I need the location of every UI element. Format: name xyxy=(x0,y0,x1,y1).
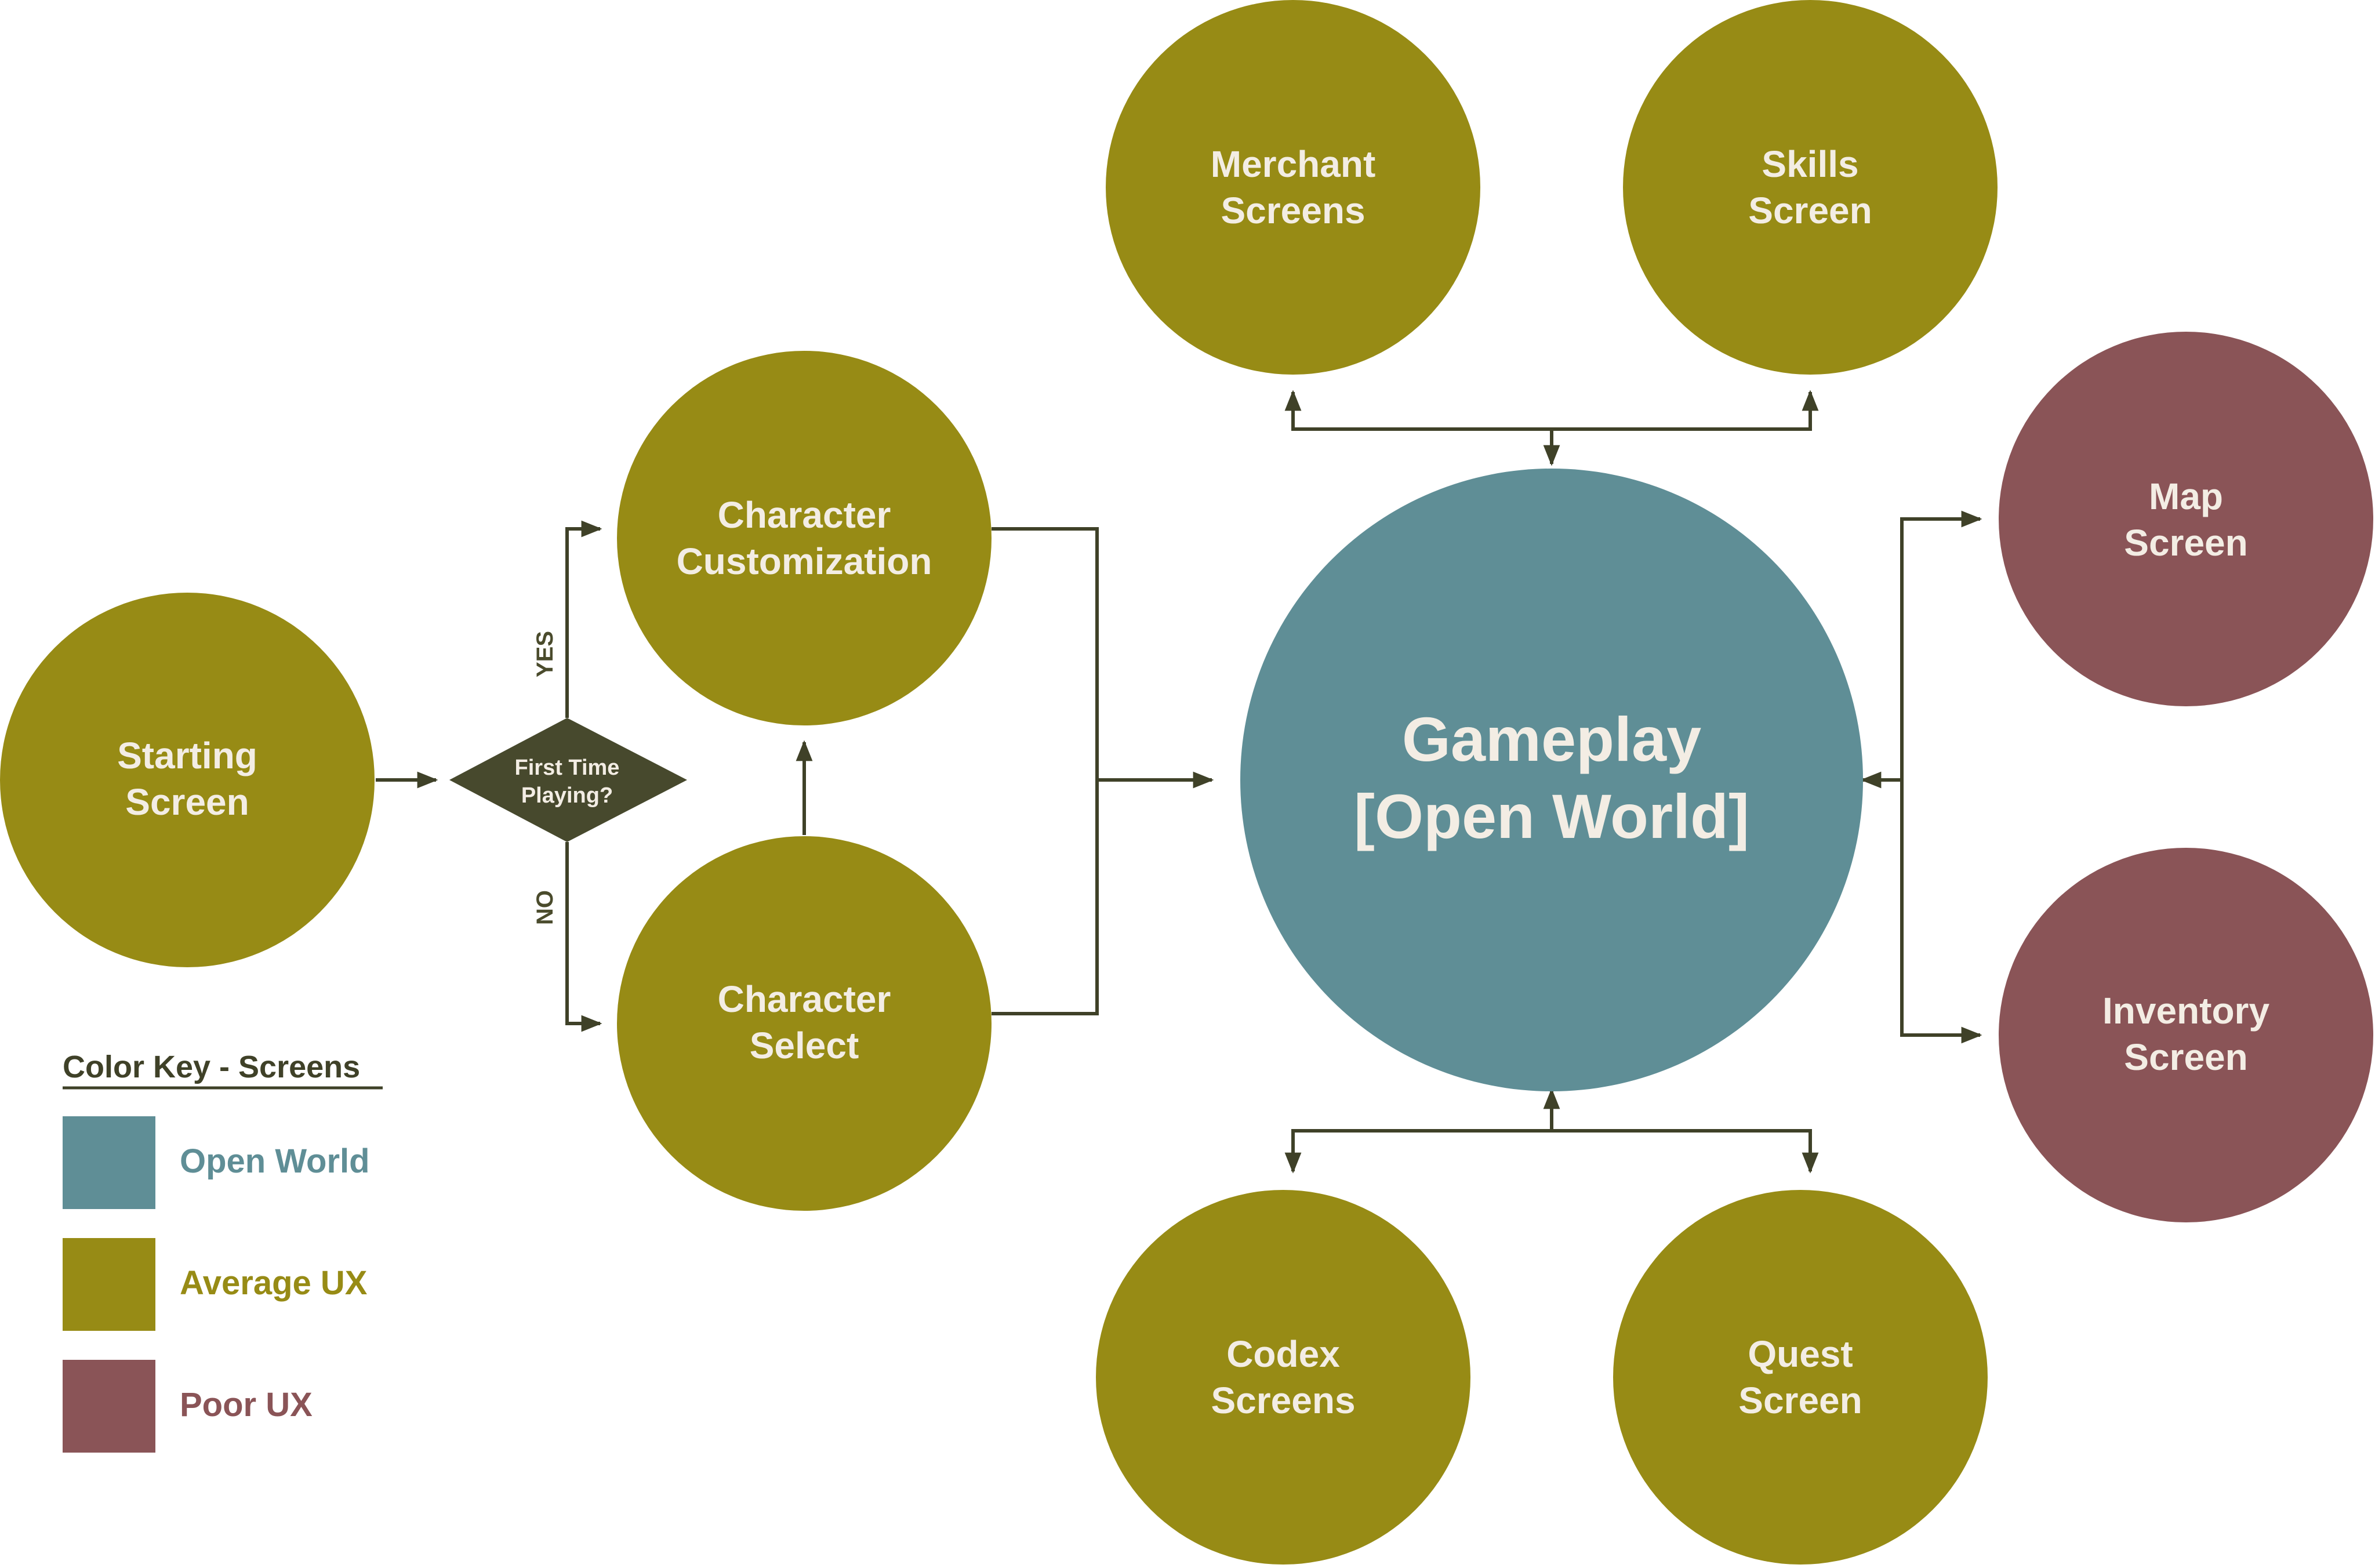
legend-label-poor-ux: Poor UX xyxy=(180,1386,313,1424)
arrow-no-to-select xyxy=(565,842,602,1032)
skills-screen-label-1: Skills xyxy=(1762,143,1858,185)
gameplay-circle xyxy=(1240,469,1863,1091)
map-screen-label-1: Map xyxy=(2149,476,2223,517)
decision-label-1: First Time xyxy=(515,756,620,780)
quest-screen-label-1: Quest xyxy=(1748,1333,1853,1375)
character-select-label-1: Character xyxy=(718,978,891,1020)
gameplay-label-2: [Open World] xyxy=(1354,781,1749,851)
codex-screens-label-1: Codex xyxy=(1226,1333,1340,1375)
quest-screen-label-2: Screen xyxy=(1738,1380,1862,1421)
merchant-screens-label-1: Merchant xyxy=(1211,143,1376,185)
character-select-node: Character Select xyxy=(617,836,992,1211)
character-customization-label-1: Character xyxy=(718,494,891,536)
map-screen-label-2: Screen xyxy=(2124,522,2247,564)
codex-screens-label-2: Screens xyxy=(1211,1380,1355,1421)
character-customization-node: Character Customization xyxy=(617,351,992,725)
inventory-screen-circle xyxy=(1999,848,2373,1222)
character-select-circle xyxy=(617,836,992,1211)
map-screen-circle xyxy=(1999,332,2373,706)
first-time-decision: First Time Playing? xyxy=(449,718,687,842)
inventory-screen-node: Inventory Screen xyxy=(1999,848,2373,1222)
right-bracket xyxy=(1900,517,1978,1037)
legend-label-open-world: Open World xyxy=(180,1142,370,1180)
legend-swatch-average-ux xyxy=(63,1238,155,1331)
connectors xyxy=(376,390,1982,1174)
yes-label: YES xyxy=(532,631,558,677)
legend-label-average-ux: Average UX xyxy=(180,1264,368,1302)
map-screen-node: Map Screen xyxy=(1999,332,2373,706)
bracket-to-gameplay xyxy=(992,527,1099,1015)
decision-label-2: Playing? xyxy=(521,783,613,808)
merchant-screens-label-2: Screens xyxy=(1221,190,1365,231)
inventory-screen-label-2: Screen xyxy=(2124,1036,2247,1078)
color-key-legend: Color Key - Screens Open World Average U… xyxy=(63,1050,383,1453)
starting-screen-circle xyxy=(0,593,375,967)
gameplay-node: Gameplay [Open World] xyxy=(1240,469,1863,1091)
top-bracket xyxy=(1291,406,1812,431)
merchant-screens-node: Merchant Screens xyxy=(1106,0,1480,375)
starting-screen-label-1: Starting xyxy=(117,735,257,776)
decision-diamond xyxy=(449,718,687,842)
codex-screens-node: Codex Screens xyxy=(1096,1190,1470,1565)
codex-screens-circle xyxy=(1096,1190,1470,1565)
character-customization-circle xyxy=(617,351,992,725)
legend-title: Color Key - Screens xyxy=(63,1050,360,1084)
skills-screen-label-2: Screen xyxy=(1748,190,1872,231)
quest-screen-node: Quest Screen xyxy=(1613,1190,1988,1565)
skills-screen-node: Skills Screen xyxy=(1623,0,1998,375)
quest-screen-circle xyxy=(1613,1190,1988,1565)
character-customization-label-2: Customization xyxy=(677,540,932,582)
legend-swatch-poor-ux xyxy=(63,1360,155,1453)
starting-screen-label-2: Screen xyxy=(125,781,249,823)
merchant-screens-circle xyxy=(1106,0,1480,375)
inventory-screen-label-1: Inventory xyxy=(2102,990,2269,1032)
skills-screen-circle xyxy=(1623,0,1998,375)
gameplay-label-1: Gameplay xyxy=(1402,704,1701,774)
legend-swatch-open-world xyxy=(63,1116,155,1209)
bottom-bracket xyxy=(1291,1129,1812,1166)
character-select-label-2: Select xyxy=(750,1025,859,1066)
starting-screen-node: Starting Screen xyxy=(0,593,375,967)
arrow-yes-to-customization xyxy=(565,520,602,718)
no-label: NO xyxy=(532,890,558,925)
